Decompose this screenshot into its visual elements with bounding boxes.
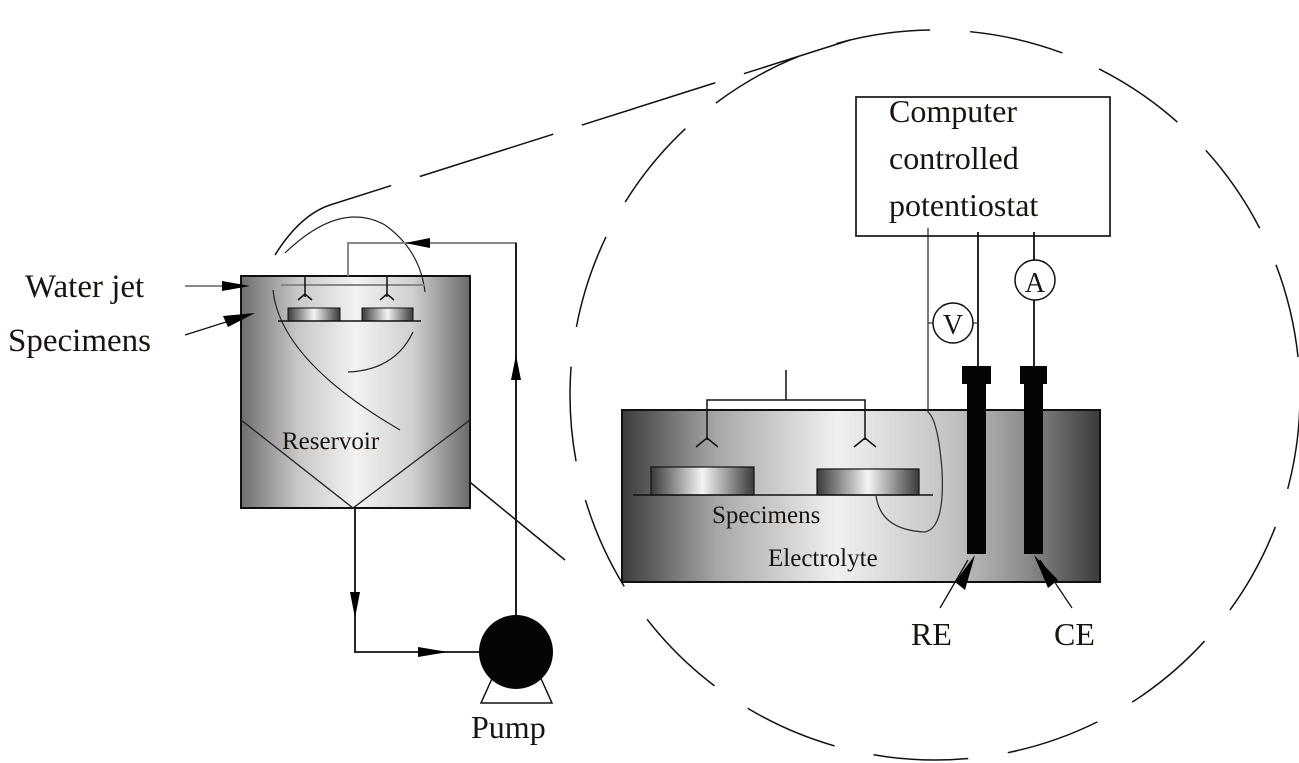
zoom-connector-lines xyxy=(274,39,851,561)
potentiostat-label-line-2: controlled xyxy=(889,140,1019,176)
flow-arrow-icon xyxy=(418,647,448,657)
ce-label: CE xyxy=(1054,616,1095,652)
electrolyte-label: Electrolyte xyxy=(768,545,878,572)
working-electrode-wire xyxy=(875,228,944,533)
return-pipe xyxy=(347,238,521,640)
potentiostat-label-line-3: potentiostat xyxy=(889,187,1038,223)
pump-label: Pump xyxy=(471,709,546,745)
potentiostat-box xyxy=(855,96,1111,237)
ammeter xyxy=(1014,259,1056,301)
voltmeter-symbol: V xyxy=(943,310,963,341)
nozzle-icon xyxy=(297,293,313,301)
flow-arrow-icon xyxy=(350,592,360,618)
flow-arrow-icon xyxy=(405,238,430,248)
magnification-circle xyxy=(569,29,1299,761)
reservoir-specimens xyxy=(278,307,421,322)
water-jet-manifold xyxy=(281,276,425,301)
nozzle-icon xyxy=(853,437,877,448)
electrolyte-cell xyxy=(621,409,1101,583)
cell-specimens xyxy=(633,466,933,496)
flow-arrow-icon xyxy=(511,355,521,380)
specimens-label-cell: Specimens xyxy=(712,502,820,529)
nozzle-icon xyxy=(379,293,395,301)
re-label: RE xyxy=(911,616,952,652)
electrode-label-arrows xyxy=(939,555,1073,609)
label-arrows-left xyxy=(184,281,255,336)
potentiostat-label-line-1: Computer xyxy=(889,93,1017,129)
specimens-label-left: Specimens xyxy=(8,323,151,359)
voltmeter xyxy=(928,302,978,344)
ammeter-symbol: A xyxy=(1025,268,1046,299)
cell-jet-manifold xyxy=(695,370,877,448)
water-jet-label: Water jet xyxy=(25,269,144,305)
pump xyxy=(479,615,554,704)
reservoir-tank xyxy=(240,216,471,509)
drain-pipe xyxy=(350,508,480,657)
nozzle-icon xyxy=(695,437,719,448)
reference-electrode xyxy=(962,232,991,554)
reservoir-label: Reservoir xyxy=(282,428,380,455)
